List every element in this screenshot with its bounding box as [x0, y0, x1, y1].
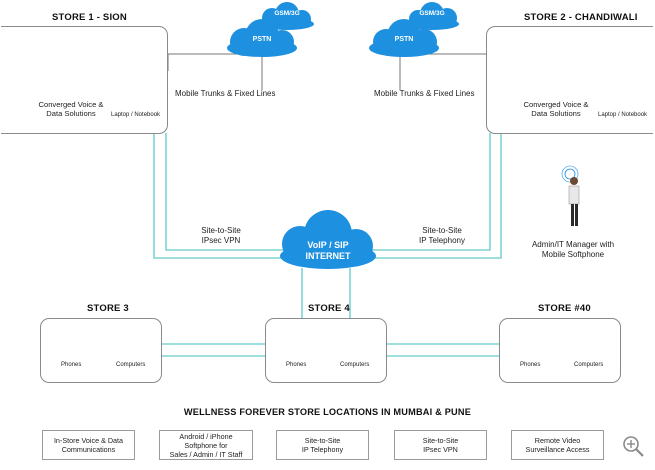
store2-laptop-label: Laptop / Notebook [598, 112, 648, 118]
left-trunks-label: Mobile Trunks & Fixed Lines [175, 89, 276, 98]
store3-phones-label: Phones [61, 362, 82, 368]
store4-title: STORE 4 [308, 303, 350, 314]
trunk-lines [167, 53, 488, 90]
internet-label: INTERNET [305, 251, 351, 261]
feature-box: Site-to-Site IP Telephony [276, 430, 369, 460]
store3-box [40, 318, 162, 383]
feature-box: Site-to-Site IPsec VPN [394, 430, 487, 460]
store3-title: STORE 3 [87, 303, 129, 314]
store1-title: STORE 1 - SION [52, 12, 127, 23]
pstn-cloud-right [369, 19, 439, 57]
admin-person-icon [561, 165, 580, 226]
gsm-cloud-left [260, 2, 314, 30]
ipsec-vpn-label: Site-to-Site IPsec VPN [201, 226, 241, 245]
voip-label: VoIP / SIP [307, 240, 349, 250]
gsm-label-right: GSM/3G [419, 10, 445, 17]
right-trunks-label: Mobile Trunks & Fixed Lines [374, 89, 475, 98]
zoom-in-icon[interactable] [623, 436, 644, 457]
gsm-cloud-right [405, 2, 459, 30]
feature-box: In-Store Voice & Data Communications [42, 430, 135, 460]
store1-box [1, 26, 168, 134]
store4-computers-label: Computers [340, 362, 370, 368]
feature-box: Android / iPhone Softphone for Sales / A… [159, 430, 253, 460]
store1-device-label: Converged Voice & Data Solutions [38, 100, 104, 119]
feature-box: Remote Video Surveillance Access [511, 430, 604, 460]
store40-phones-label: Phones [520, 362, 541, 368]
store2-device-label: Converged Voice & Data Solutions [523, 100, 589, 119]
store40-box [499, 318, 621, 383]
store1-laptop-label: Laptop / Notebook [111, 112, 161, 118]
admin-manager-label: Admin/IT Manager with Mobile Softphone [531, 240, 615, 259]
gsm-label-left: GSM/3G [274, 10, 300, 17]
diagram-title: WELLNESS FOREVER STORE LOCATIONS IN MUMB… [183, 407, 472, 417]
store4-box [265, 318, 387, 383]
voip-internet-cloud [280, 210, 376, 269]
ip-telephony-label: Site-to-Site IP Telephony [419, 226, 465, 245]
store2-title: STORE 2 - CHANDIWALI [524, 12, 638, 23]
store4-phones-label: Phones [286, 362, 307, 368]
pstn-label-right: PSTN [394, 36, 414, 43]
network-links [153, 133, 502, 357]
store40-title: STORE #40 [538, 303, 591, 314]
pstn-label-left: PSTN [252, 36, 272, 43]
store40-computers-label: Computers [574, 362, 604, 368]
store3-computers-label: Computers [116, 362, 146, 368]
store2-box [486, 26, 653, 134]
